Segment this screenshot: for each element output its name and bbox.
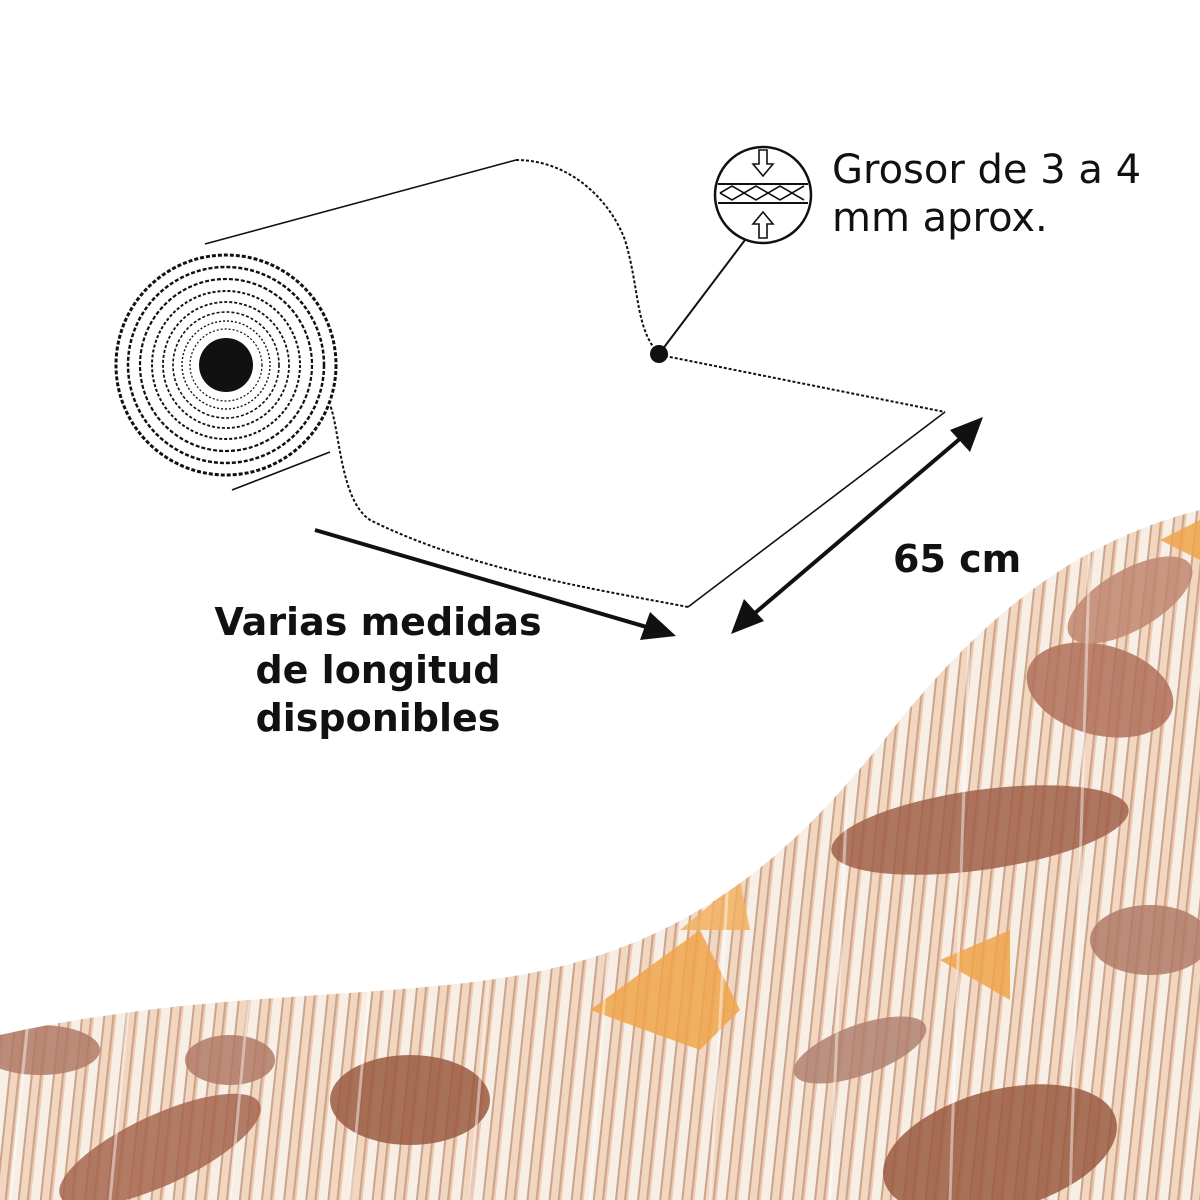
thickness-label: Grosor de 3 a 4 mm aprox. (832, 146, 1172, 242)
width-label: 65 cm (893, 537, 1022, 581)
thickness-label-line2: mm aprox. (832, 195, 1048, 241)
thickness-detail-icon (650, 145, 813, 363)
length-label-line2: de longitud (255, 648, 501, 692)
thickness-label-line1: Grosor de 3 a 4 (832, 147, 1142, 193)
mat-photo (0, 510, 1200, 1200)
dimension-arrow-icon (314, 417, 983, 640)
length-label-line3: disponibles (255, 696, 501, 740)
rolled-mat-icon (114, 159, 946, 608)
length-label: Varias medidas de longitud disponibles (200, 598, 556, 742)
length-label-line1: Varias medidas (214, 600, 542, 644)
